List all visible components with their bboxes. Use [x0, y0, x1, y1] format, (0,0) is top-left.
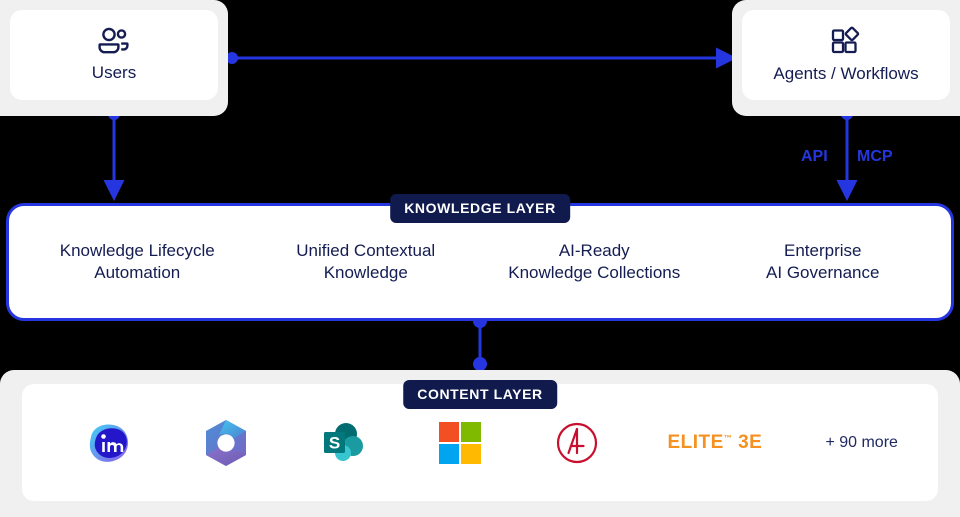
sharepoint-logo[interactable]: S: [316, 416, 370, 470]
users-icon: [97, 27, 131, 55]
elite-3e-wordmark: ELITE: [667, 431, 724, 453]
content-layer-badge: CONTENT LAYER: [403, 380, 557, 409]
more-integrations-label: + 90 more: [825, 433, 898, 451]
connector-users-to-agents: [226, 47, 737, 69]
agents-card[interactable]: Agents / Workflows: [742, 10, 950, 100]
imanage-logo[interactable]: [82, 416, 136, 470]
knowledge-pillar-lifecycle-automation[interactable]: Knowledge Lifecycle Automation: [23, 240, 252, 284]
connector-agents-to-knowledge: [836, 108, 858, 201]
agents-card-shell: Agents / Workflows: [732, 0, 960, 116]
elite-3e-logo[interactable]: ELITE™ 3E: [667, 416, 762, 470]
connector-knowledge-to-content: [473, 314, 487, 371]
blocks-grid-icon: [830, 26, 862, 56]
users-card[interactable]: Users: [10, 10, 218, 100]
microsoft-365-logo[interactable]: [199, 416, 253, 470]
api-label: API: [801, 148, 828, 165]
microsoft-logo[interactable]: [433, 416, 487, 470]
knowledge-pillar-enterprise-ai-governance[interactable]: Enterprise AI Governance: [709, 240, 938, 284]
more-integrations[interactable]: + 90 more: [825, 416, 897, 470]
mcp-label: MCP: [857, 148, 893, 165]
pillar-line-1: Unified Contextual: [296, 241, 436, 261]
knowledge-pillar-unified-contextual-knowledge[interactable]: Unified Contextual Knowledge: [252, 240, 481, 284]
elite-3e-trademark: ™: [723, 433, 733, 443]
pillar-line-2: AI Governance: [766, 263, 880, 282]
pillar-line-2: Knowledge: [323, 263, 408, 282]
pillar-line-2: Automation: [94, 263, 181, 282]
knowledge-pillar-list: Knowledge Lifecycle Automation Unified C…: [9, 206, 951, 318]
svg-text:S: S: [329, 433, 340, 452]
pillar-line-1: AI-Ready: [558, 241, 630, 261]
pillar-line-2: Knowledge Collections: [508, 263, 681, 282]
connector-users-to-knowledge: [103, 108, 125, 201]
content-layer-card: S: [22, 384, 938, 501]
knowledge-layer-badge: KNOWLEDGE LAYER: [390, 194, 570, 223]
pillar-line-1: Enterprise: [784, 241, 862, 261]
agents-card-label: Agents / Workflows: [773, 64, 919, 83]
users-card-label: Users: [91, 63, 137, 82]
pillar-line-1: Knowledge Lifecycle: [59, 241, 215, 261]
knowledge-pillar-ai-ready-collections[interactable]: AI-Ready Knowledge Collections: [480, 240, 709, 284]
integration-logo-row: S: [82, 384, 898, 501]
elite-3e-suffix: 3E: [738, 431, 763, 453]
users-card-shell: Users: [0, 0, 228, 116]
aderant-logo[interactable]: [550, 416, 604, 470]
